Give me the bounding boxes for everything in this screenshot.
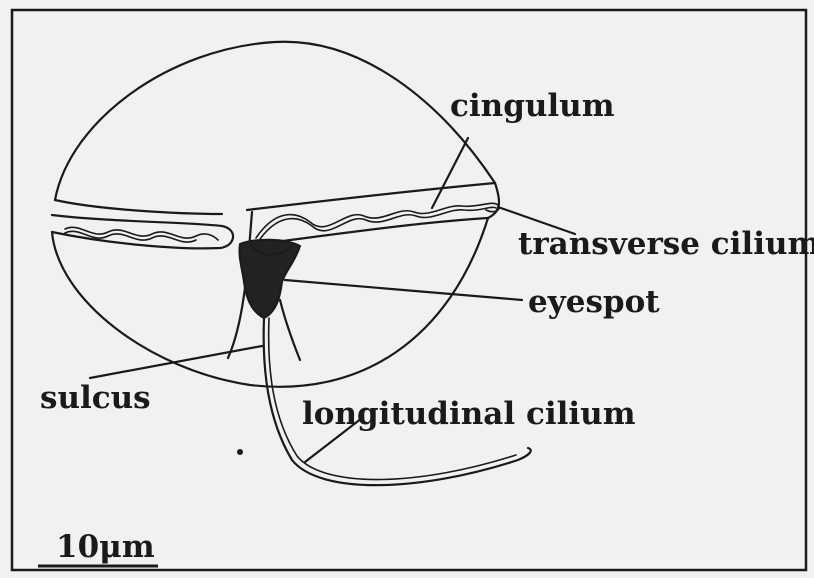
label-sulcus: sulcus [40, 380, 151, 416]
label-cingulum: cingulum [450, 88, 615, 124]
cingulum-right-tip [488, 183, 499, 218]
sulcus-groove-right [280, 300, 300, 360]
scale-bar-label: 10μm [56, 529, 155, 565]
cingulum-upper-left [55, 200, 222, 214]
eyespot-leader [285, 280, 522, 300]
eyespot [239, 240, 300, 318]
transverse-cilium-right-wave-2 [258, 207, 496, 242]
sulcus-leader [90, 346, 262, 378]
epicone-outline [55, 42, 495, 200]
label-transverse-cilium: transverse cilium [518, 226, 814, 262]
label-eyespot: eyespot [528, 284, 660, 320]
label-longitudinal-cilium: longitudinal cilium [302, 396, 636, 432]
cingulum-leader [432, 138, 468, 208]
stray-dot [237, 449, 243, 455]
